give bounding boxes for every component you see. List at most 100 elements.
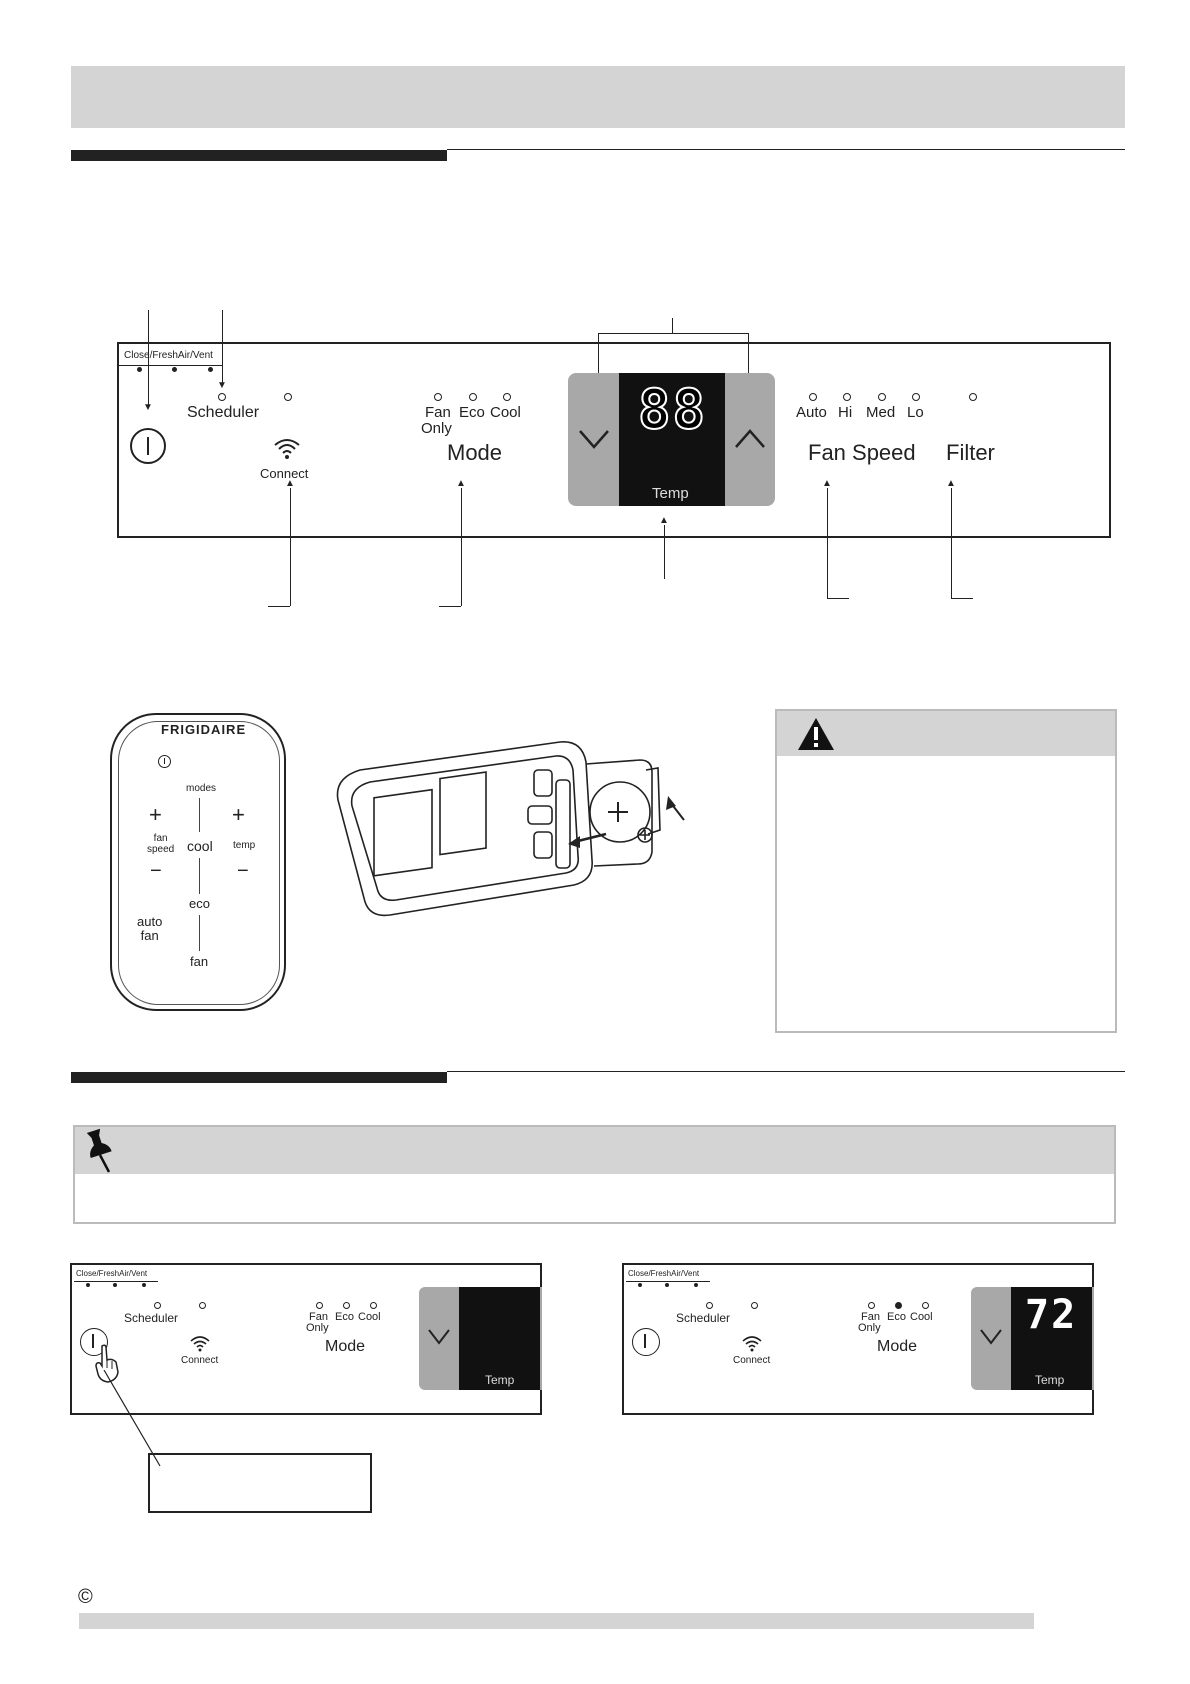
fan-option-lo: Lo — [907, 404, 924, 421]
mode-option-eco: Eco — [335, 1311, 354, 1323]
fan-speed-button-label[interactable]: Fan Speed — [808, 440, 916, 465]
mode-option-cool: Cool — [358, 1311, 381, 1323]
mode-option-only: Only — [858, 1322, 881, 1334]
remote-fan-minus-button[interactable]: − — [150, 860, 162, 882]
temp-down-button[interactable] — [572, 378, 616, 502]
mode-eco-led-on — [895, 1302, 902, 1309]
callout-box — [148, 1453, 372, 1513]
scheduler-label[interactable]: Scheduler — [124, 1311, 179, 1325]
fan-med-led — [878, 393, 886, 401]
vent-label: Close/FreshAir/Vent — [628, 1269, 700, 1278]
mode-option-eco: Eco — [887, 1311, 906, 1323]
temp-display — [459, 1287, 540, 1390]
power-icon — [163, 758, 165, 764]
copyright-symbol: © — [78, 1586, 93, 1608]
callout-line — [222, 310, 223, 386]
power-button[interactable] — [130, 428, 166, 464]
chevron-down-icon[interactable] — [979, 1328, 1003, 1346]
fan-lo-led — [912, 393, 920, 401]
vent-label: Close/FreshAir/Vent — [124, 350, 213, 361]
mode-option-cool: Cool — [490, 404, 521, 421]
connect-label: Connect — [181, 1355, 219, 1366]
warning-header — [777, 711, 1115, 756]
remote-fan-button[interactable]: fan — [190, 954, 209, 969]
remote-control — [110, 713, 286, 1011]
mode-button-label[interactable]: Mode — [877, 1338, 918, 1355]
connect-label: Connect — [733, 1355, 771, 1366]
wifi-icon[interactable] — [741, 1334, 763, 1352]
footer-band — [79, 1613, 1034, 1629]
power-button[interactable] — [632, 1328, 660, 1356]
remote-modes-label: modes — [186, 783, 217, 794]
callout-line — [672, 318, 673, 333]
mode-option-fan: Fan — [861, 1311, 880, 1323]
remote-battery-illustration — [336, 741, 685, 917]
filter-button-label[interactable]: Filter — [946, 440, 995, 465]
mode-button-label[interactable]: Mode — [325, 1338, 366, 1355]
mode-option-only: Only — [306, 1322, 329, 1334]
remote-cool-button[interactable]: cool — [187, 838, 213, 854]
vent-underline — [119, 365, 223, 366]
scheduler-led-2 — [284, 393, 292, 401]
temp-label: Temp — [485, 1373, 515, 1387]
remote-eco-button[interactable]: eco — [189, 896, 210, 911]
remote-power-button[interactable] — [158, 755, 171, 768]
fan-option-hi: Hi — [838, 404, 853, 421]
fan-option-auto: Auto — [796, 404, 827, 421]
power-icon — [92, 1334, 94, 1348]
note-header — [75, 1127, 1114, 1174]
temp-label: Temp — [1035, 1373, 1065, 1387]
header-band — [71, 66, 1125, 128]
remote-fan-plus-button[interactable]: + — [149, 802, 162, 827]
power-icon — [147, 437, 149, 455]
scheduler-label[interactable]: Scheduler — [187, 404, 260, 421]
temp-up-button[interactable] — [728, 378, 772, 502]
temp-label: Temp — [652, 485, 689, 502]
power-icon — [644, 1334, 646, 1348]
mode-option-cool: Cool — [910, 1311, 933, 1323]
vent-freshair-dot — [172, 367, 177, 372]
chevron-down-icon[interactable] — [427, 1328, 451, 1346]
section-rule-thick — [71, 150, 447, 161]
callout-line — [268, 606, 290, 607]
warning-triangle-icon — [798, 718, 834, 750]
mode-option-fan: Fan — [425, 404, 451, 421]
vent-vent-dot — [208, 367, 213, 372]
mode-option-fan: Fan — [309, 1311, 328, 1323]
section-rule-thin — [447, 1071, 1125, 1072]
note-box — [73, 1125, 1116, 1224]
temp-display — [619, 373, 725, 506]
scheduler-label[interactable]: Scheduler — [676, 1311, 731, 1325]
wifi-icon[interactable] — [272, 436, 302, 460]
callout-line — [290, 488, 291, 606]
remote-temp-minus-button[interactable]: − — [237, 860, 249, 882]
connect-label: Connect — [260, 466, 309, 481]
callout-line — [827, 598, 849, 599]
scheduler-led — [218, 393, 226, 401]
section-rule-thick — [71, 1072, 447, 1083]
callout-line — [951, 598, 973, 599]
remote-temp-plus-button[interactable]: + — [232, 802, 245, 827]
callout-line — [103, 1370, 161, 1467]
chevron-up-icon — [735, 429, 765, 448]
callout-line — [951, 488, 952, 598]
mode-option-only: Only — [421, 420, 452, 437]
temp-display-digits: 72 — [1025, 1292, 1078, 1338]
vent-label: Close/FreshAir/Vent — [76, 1269, 148, 1278]
section-rule-thin — [447, 149, 1125, 150]
fan-auto-led — [809, 393, 817, 401]
mode-button-label[interactable]: Mode — [447, 440, 503, 465]
warning-box — [775, 709, 1117, 1033]
callout-line — [148, 310, 149, 408]
remote-temp-label: temp — [233, 840, 256, 851]
mode-option-eco: Eco — [459, 404, 485, 421]
remote-brand-logo: FRIGIDAIRE — [161, 722, 247, 737]
power-button[interactable] — [80, 1328, 108, 1356]
wifi-icon[interactable] — [189, 1334, 211, 1352]
mode-cool-led — [503, 393, 511, 401]
mode-fan-led — [434, 393, 442, 401]
pointing-hand-icon — [95, 1344, 119, 1383]
mode-eco-led — [469, 393, 477, 401]
